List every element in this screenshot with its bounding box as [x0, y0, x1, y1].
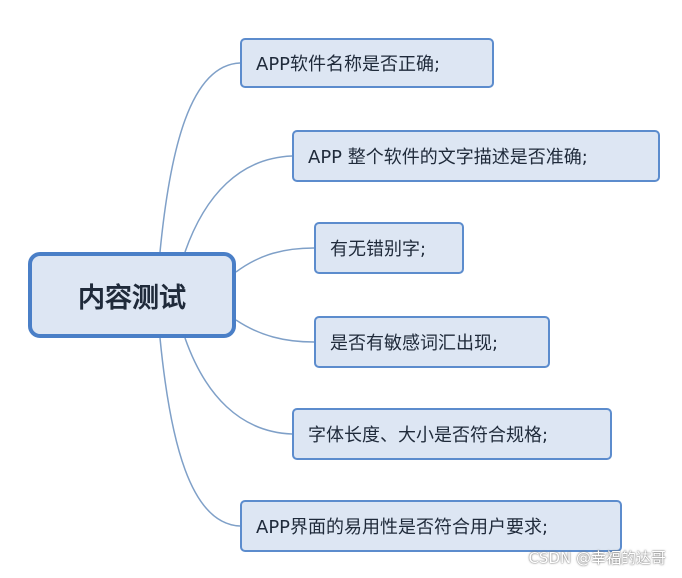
- leaf-node-label: 是否有敏感词汇出现;: [330, 333, 499, 354]
- leaf-node-app-name: APP软件名称是否正确;: [240, 38, 494, 88]
- watermark: CSDN @幸福的达哥: [528, 549, 666, 567]
- leaf-node-label: APP软件名称是否正确;: [256, 54, 441, 75]
- connector-to-leaf-1: [159, 62, 241, 253]
- center-node-label: 内容测试: [78, 282, 186, 314]
- connector-to-leaf-3: [235, 247, 315, 273]
- center-node: 内容测试: [28, 252, 236, 338]
- leaf-node-label: 字体长度、大小是否符合规格;: [308, 425, 549, 446]
- leaf-node-typos: 有无错别字;: [314, 222, 464, 274]
- leaf-node-label: APP界面的易用性是否符合用户要求;: [256, 517, 549, 538]
- connector-to-leaf-6: [159, 337, 241, 527]
- leaf-node-text-description: APP 整个软件的文字描述是否准确;: [292, 130, 660, 182]
- connector-to-leaf-2: [184, 155, 293, 253]
- leaf-node-label: 有无错别字;: [330, 239, 427, 260]
- connector-to-leaf-4: [235, 319, 315, 343]
- leaf-node-sensitive-words: 是否有敏感词汇出现;: [314, 316, 550, 368]
- leaf-node-usability: APP界面的易用性是否符合用户要求;: [240, 500, 622, 552]
- leaf-node-font-spec: 字体长度、大小是否符合规格;: [292, 408, 612, 460]
- connector-to-leaf-5: [184, 337, 293, 435]
- leaf-node-label: APP 整个软件的文字描述是否准确;: [308, 147, 588, 168]
